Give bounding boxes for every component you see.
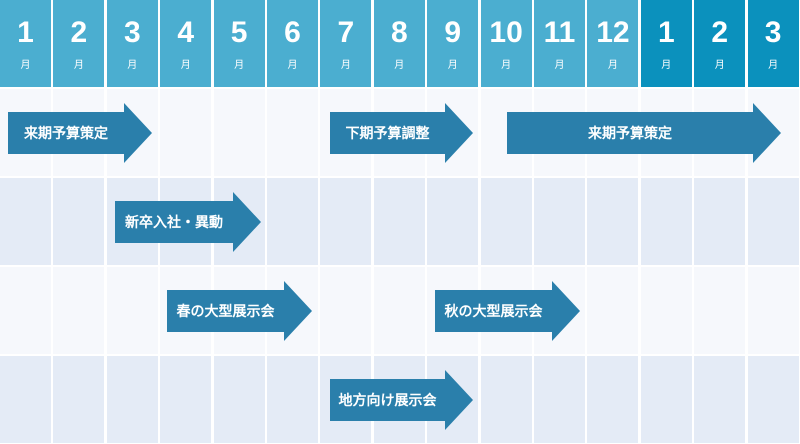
grid-cell — [267, 178, 318, 265]
grid-cell — [587, 178, 639, 265]
month-unit: 月 — [20, 60, 31, 71]
grid-cell — [267, 356, 318, 443]
task-arrow: 下期予算調整 — [330, 103, 473, 163]
month-unit: 月 — [394, 60, 405, 71]
month-number: 3 — [123, 16, 141, 49]
grid-cell — [373, 267, 425, 354]
grid-cell — [0, 356, 51, 443]
grid-cell — [320, 178, 372, 265]
grid-cell — [534, 356, 585, 443]
month-unit: 月 — [287, 60, 298, 71]
month-unit: 月 — [661, 60, 672, 71]
grid-cell — [213, 89, 265, 176]
task-arrow: 来期予算策定 — [507, 103, 781, 163]
grid-cell — [694, 267, 746, 354]
month-unit: 月 — [554, 60, 565, 71]
grid-cell — [587, 356, 639, 443]
month-number: 4 — [177, 16, 195, 49]
month-number: 10 — [489, 16, 523, 49]
month-header: 10 月 — [480, 0, 532, 87]
grid-cell — [213, 356, 265, 443]
grid-cell — [427, 178, 479, 265]
task-arrow: 来期予算策定 — [8, 103, 152, 163]
task-arrow: 地方向け展示会 — [330, 370, 473, 430]
grid-cell — [747, 178, 799, 265]
task-label: 秋の大型展示会 — [444, 304, 543, 320]
month-number: 11 — [543, 16, 576, 49]
task-label: 来期予算策定 — [24, 126, 108, 142]
month-unit: 月 — [180, 60, 191, 71]
grid-cell — [320, 267, 372, 354]
month-unit: 月 — [714, 60, 725, 71]
month-number: 3 — [764, 16, 782, 49]
task-label: 新卒入社・異動 — [125, 215, 223, 231]
month-number: 5 — [230, 16, 248, 49]
month-unit: 月 — [73, 60, 84, 71]
grid-cell — [534, 178, 585, 265]
grid-cell — [640, 178, 692, 265]
month-number: 12 — [596, 16, 630, 49]
grid-cell — [0, 267, 51, 354]
task-arrow: 春の大型展示会 — [167, 281, 312, 341]
month-unit: 月 — [234, 60, 245, 71]
grid-cell — [640, 356, 692, 443]
task-arrow: 新卒入社・異動 — [115, 192, 261, 252]
grid-cell — [480, 178, 532, 265]
task-label: 下期予算調整 — [345, 126, 430, 142]
grid-cell — [53, 356, 105, 443]
grid-cell — [160, 356, 212, 443]
grid-cell — [747, 267, 799, 354]
month-number: 2 — [711, 16, 729, 49]
month-header: 11 月 — [534, 0, 585, 87]
grid-cell — [640, 267, 692, 354]
grid-cell — [53, 178, 105, 265]
grid-cell — [106, 356, 158, 443]
grid-cell — [480, 356, 532, 443]
month-number: 1 — [17, 16, 34, 49]
grid-cell — [694, 356, 746, 443]
month-unit: 月 — [768, 60, 779, 71]
month-number: 9 — [444, 16, 462, 49]
grid-cell — [53, 267, 105, 354]
month-unit: 月 — [447, 60, 458, 71]
grid-cell — [587, 267, 639, 354]
grid-cell — [694, 178, 746, 265]
month-header: 12 月 — [587, 0, 639, 87]
month-unit: 月 — [501, 60, 512, 71]
month-number: 7 — [337, 16, 355, 49]
grid-cell — [0, 178, 51, 265]
task-label: 春の大型展示会 — [176, 304, 275, 320]
task-arrow: 秋の大型展示会 — [435, 281, 580, 341]
month-number: 8 — [390, 16, 408, 49]
month-unit: 月 — [127, 60, 138, 71]
month-number: 1 — [657, 16, 675, 49]
month-number: 2 — [70, 16, 88, 49]
month-unit: 月 — [607, 60, 618, 71]
grid-cell — [267, 89, 318, 176]
task-label: 来期予算策定 — [588, 126, 672, 142]
grid-cell — [106, 267, 158, 354]
grid-cell — [747, 356, 799, 443]
task-label: 地方向け展示会 — [338, 393, 437, 409]
month-unit: 月 — [340, 60, 351, 71]
grid-cell — [160, 89, 212, 176]
grid-cell — [373, 178, 425, 265]
month-number: 6 — [284, 16, 301, 49]
